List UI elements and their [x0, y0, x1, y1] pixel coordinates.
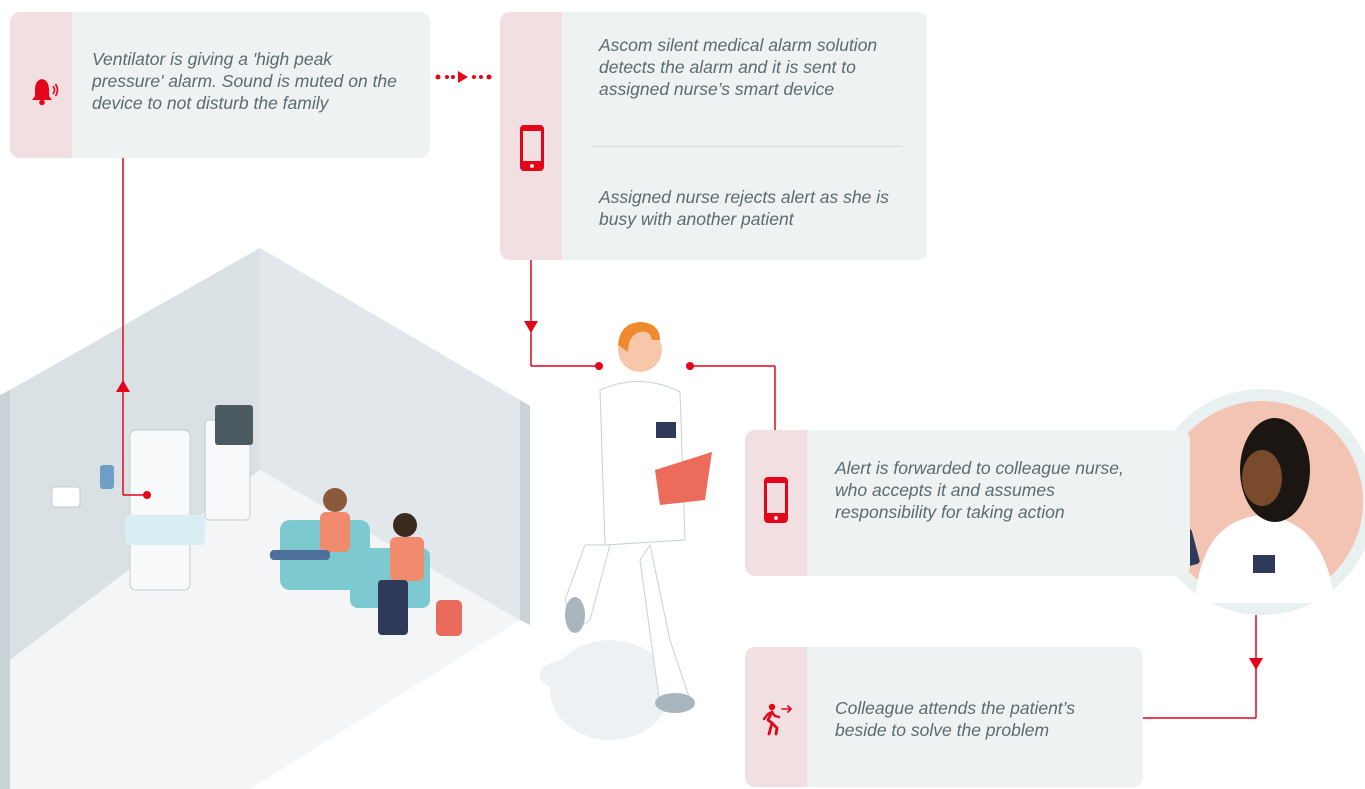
- step-description: Ventilator is giving a 'high peak pressu…: [92, 49, 397, 113]
- step-card-detect: Ascom silent medical alarm solution dete…: [500, 12, 927, 260]
- alarm-bell-icon: [29, 76, 59, 111]
- walking-person-icon: [760, 703, 794, 742]
- divider: [592, 146, 902, 147]
- step-description: Colleague attends the patient’s beside t…: [835, 698, 1075, 740]
- step-description: Ascom silent medical alarm solution dete…: [599, 35, 878, 99]
- smartphone-icon: [763, 476, 789, 529]
- patient-room-illustration: [0, 248, 530, 789]
- step-card-forward: Alert is forwarded to colleague nurse, w…: [745, 430, 1190, 576]
- nurse-illustration: [540, 322, 712, 740]
- step-description: Alert is forwarded to colleague nurse, w…: [835, 458, 1124, 522]
- step-card-alarm: Ventilator is giving a 'high peak pressu…: [10, 12, 430, 158]
- flow-connectors: [122, 158, 1257, 719]
- step-description-secondary: Assigned nurse rejects alert as she is b…: [599, 187, 889, 229]
- flow-markers: [116, 71, 1263, 670]
- colleague-nurse-portrait: [1149, 389, 1365, 615]
- smartphone-icon: [519, 124, 545, 177]
- step-card-attend: Colleague attends the patient’s beside t…: [745, 647, 1143, 787]
